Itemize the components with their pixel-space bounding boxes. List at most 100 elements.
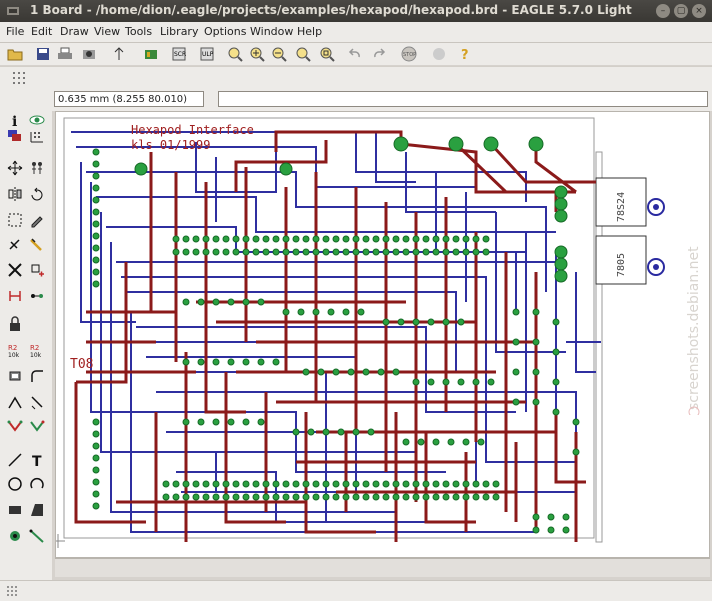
script-icon[interactable]: [110, 45, 128, 63]
wire-icon[interactable]: [6, 451, 24, 469]
rotate-icon[interactable]: [28, 185, 46, 203]
menu-library[interactable]: Library: [160, 25, 199, 38]
horizontal-scrollbar[interactable]: [55, 558, 710, 577]
main-toolbar: SCR ULP STOP ?: [0, 43, 712, 65]
name-icon[interactable]: [28, 287, 46, 305]
origin-marker: [56, 534, 65, 548]
help-icon[interactable]: ?: [456, 45, 474, 63]
route-icon[interactable]: [28, 393, 46, 411]
group-icon[interactable]: [6, 211, 24, 229]
rect-icon[interactable]: [6, 501, 24, 519]
zoom-out-icon[interactable]: [270, 45, 288, 63]
change-icon[interactable]: [28, 211, 46, 229]
replace-icon[interactable]: [6, 287, 24, 305]
stop-icon[interactable]: STOP: [400, 45, 418, 63]
menu-view[interactable]: View: [94, 25, 121, 38]
watermark: screenshots.debian.net: [684, 185, 704, 418]
copy-icon[interactable]: [28, 159, 46, 177]
regulator-7805: [595, 235, 647, 285]
circle-icon[interactable]: [6, 475, 24, 493]
maximize-icon[interactable]: ▢: [674, 4, 688, 18]
menu-draw[interactable]: Draw: [60, 25, 89, 38]
polygon-icon[interactable]: [28, 501, 46, 519]
minimize-icon[interactable]: –: [656, 4, 670, 18]
ripup-icon[interactable]: [6, 417, 24, 435]
cam-icon[interactable]: [80, 45, 98, 63]
svg-text:STOP: STOP: [403, 52, 416, 58]
menu-tools[interactable]: Tools: [125, 25, 153, 38]
regulator-label-2: 7805: [616, 253, 627, 277]
delete-icon[interactable]: [6, 261, 24, 279]
status-grid-icon: [6, 585, 18, 597]
open-icon[interactable]: [6, 45, 24, 63]
paste-icon[interactable]: [6, 235, 24, 253]
coordinate-bar: 0.635 mm (8.255 80.010): [0, 89, 712, 111]
command-line-input[interactable]: [218, 91, 708, 107]
close-icon[interactable]: ×: [692, 4, 706, 18]
use-lib-icon[interactable]: SCR: [170, 45, 188, 63]
zoom-select-icon[interactable]: [318, 45, 336, 63]
grid-icon[interactable]: [10, 69, 28, 87]
signal-icon[interactable]: [28, 527, 46, 545]
mirror-icon[interactable]: [6, 185, 24, 203]
optimize-icon[interactable]: [6, 393, 24, 411]
zoom-fit-icon[interactable]: [226, 45, 244, 63]
menu-file[interactable]: File: [6, 25, 25, 38]
label-t08: T08: [70, 357, 93, 372]
display-layers-icon[interactable]: [6, 127, 24, 145]
wire-route-icon[interactable]: [28, 417, 46, 435]
status-bar: [0, 580, 712, 601]
info-icon[interactable]: i: [6, 111, 24, 129]
menu-edit[interactable]: Edit: [31, 25, 53, 38]
text-icon[interactable]: T: [28, 451, 46, 469]
zoom-in-icon[interactable]: [248, 45, 266, 63]
add-icon[interactable]: [28, 261, 46, 279]
ulp-icon[interactable]: ULP: [198, 45, 216, 63]
svg-text:R2: R2: [8, 344, 17, 352]
header-row-top: [172, 235, 490, 256]
large-pads: [134, 136, 568, 283]
miter-icon[interactable]: [28, 367, 46, 385]
move-icon[interactable]: [6, 159, 24, 177]
board-switch-icon[interactable]: [142, 45, 160, 63]
zoom-redraw-icon[interactable]: [294, 45, 312, 63]
board-title: Hexapod Interface: [131, 123, 254, 137]
menu-options[interactable]: Options: [204, 25, 247, 38]
svg-text:?: ?: [461, 48, 469, 62]
parameter-toolbar: [0, 66, 712, 90]
board-canvas[interactable]: 78S24 7805: [55, 111, 710, 558]
split-icon[interactable]: [6, 367, 24, 385]
lock-icon[interactable]: [6, 315, 24, 333]
svg-text:T: T: [32, 454, 42, 468]
app-menu-icon[interactable]: [6, 4, 20, 18]
svg-text:10k: 10k: [30, 352, 42, 358]
arc-icon[interactable]: [28, 475, 46, 493]
svg-text:screenshots.debian.net: screenshots.debian.net: [686, 246, 702, 410]
go-icon[interactable]: [430, 45, 448, 63]
header-row-bottom: [162, 480, 500, 501]
window-title: 1 Board - /home/dion/.eagle/projects/exa…: [30, 3, 632, 17]
redo-icon[interactable]: [370, 45, 388, 63]
title-bar: 1 Board - /home/dion/.eagle/projects/exa…: [0, 0, 712, 22]
menu-window[interactable]: Window: [250, 25, 294, 38]
print-icon[interactable]: [56, 45, 74, 63]
menu-help[interactable]: Help: [297, 25, 323, 38]
via-icon[interactable]: [6, 527, 24, 545]
svg-text:10k: 10k: [8, 352, 20, 358]
board-subtitle: kls 01/1999: [131, 138, 210, 152]
svg-text:i: i: [12, 114, 17, 128]
ic-pads: [182, 298, 580, 534]
undo-icon[interactable]: [346, 45, 364, 63]
coordinate-display: 0.635 mm (8.255 80.010): [54, 91, 204, 107]
show-icon[interactable]: [28, 111, 46, 129]
left-connector-pads: [92, 148, 100, 510]
save-icon[interactable]: [34, 45, 52, 63]
pcb-layout: 78S24 7805: [56, 117, 665, 548]
mark-icon[interactable]: [28, 127, 46, 145]
svg-text:SCR: SCR: [174, 51, 186, 58]
cut-icon[interactable]: [28, 235, 46, 253]
regulator-label-1: 78S24: [616, 192, 627, 222]
